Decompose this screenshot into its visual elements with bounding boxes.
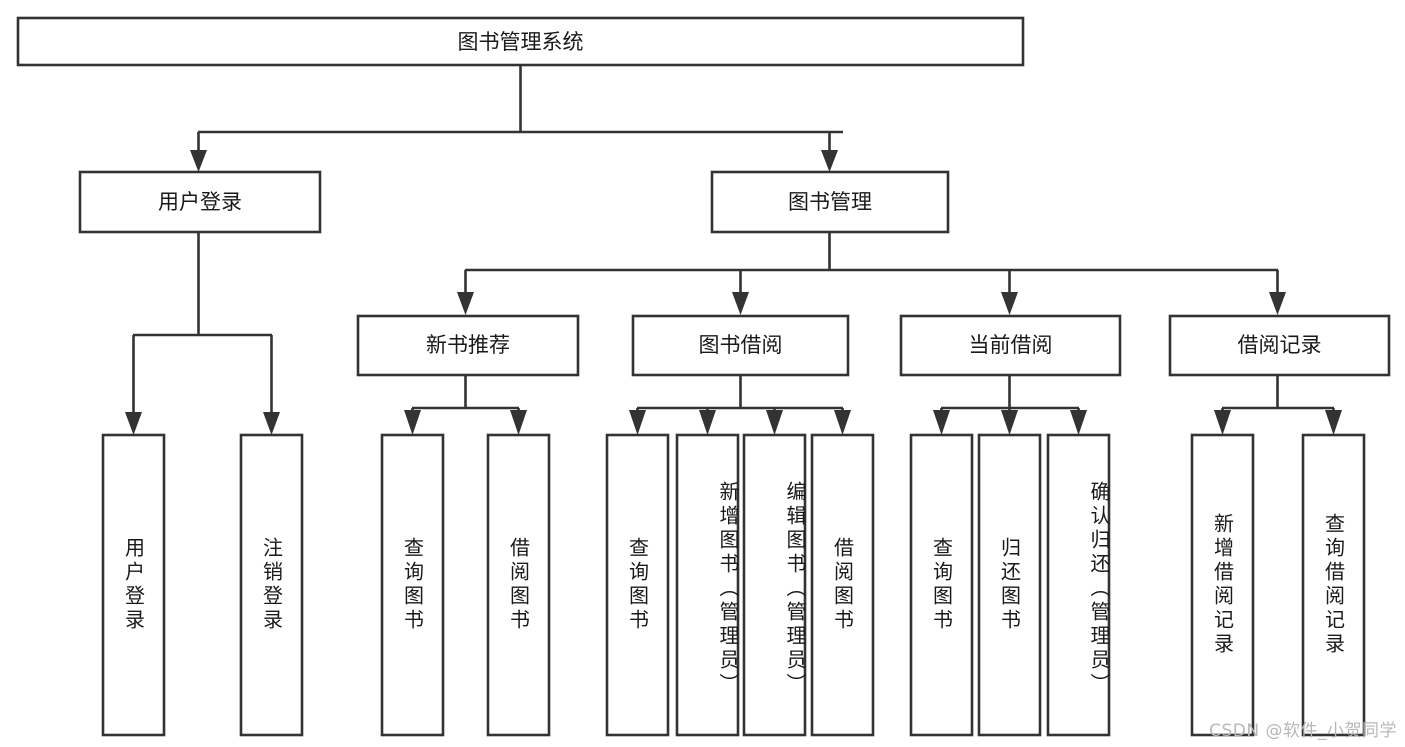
leaf-box-confirm-return[interactable] — [1046, 433, 1111, 737]
node-book-borrow[interactable]: 图书借阅 — [631, 314, 850, 377]
node-root-box[interactable] — [16, 16, 1025, 67]
arrow-to-leaf-user-login — [125, 412, 142, 435]
arrow-to-leaf-borrow-book-2 — [834, 410, 851, 435]
edge-group-book-manage — [457, 232, 1286, 315]
arrow-to-leaf-query-book-3 — [933, 410, 950, 435]
arrow-to-current-borrow — [1001, 292, 1018, 315]
node-user-login[interactable]: 用户登录 — [78, 170, 322, 234]
node-book-manage[interactable]: 图书管理 — [710, 170, 950, 234]
leaf-box-add-record[interactable] — [1190, 433, 1255, 737]
arrow-to-leaf-confirm-return — [1070, 410, 1087, 435]
arrow-to-leaf-add-record — [1214, 410, 1231, 435]
leaf-box-query-book-1[interactable] — [380, 433, 445, 737]
arrow-to-leaf-query-record — [1325, 410, 1342, 435]
node-book-manage-box[interactable] — [710, 170, 950, 234]
node-new-book-recommend[interactable]: 新书推荐 — [356, 314, 580, 377]
csdn-watermark: CSDN @软件_小贺同学 — [1209, 721, 1397, 741]
node-new-book-recommend-box[interactable] — [356, 314, 580, 377]
arrow-to-leaf-return-book — [1001, 410, 1018, 435]
leaf-box-query-record[interactable] — [1301, 433, 1366, 737]
node-borrow-record-label: 借阅记录 — [1238, 333, 1322, 357]
leaf-box-query-book-2[interactable] — [605, 433, 670, 737]
arrow-to-leaf-query-book-1 — [404, 410, 421, 435]
leaf-box-logout[interactable] — [239, 433, 304, 737]
node-current-borrow-box[interactable] — [899, 314, 1122, 377]
arrow-to-book-manage — [821, 150, 838, 172]
node-root-label: 图书管理系统 — [458, 30, 584, 54]
leaf-box-borrow-book-2[interactable] — [810, 433, 875, 737]
leaf-box-user-login[interactable] — [101, 433, 166, 737]
node-user-login-label: 用户登录 — [158, 190, 242, 214]
edge-group-user-login — [125, 232, 280, 435]
node-borrow-record-box[interactable] — [1168, 314, 1391, 377]
node-book-borrow-label: 图书借阅 — [699, 333, 783, 357]
node-book-manage-label: 图书管理 — [788, 190, 872, 214]
edge-group-root — [190, 65, 843, 172]
arrow-to-leaf-add-book — [699, 410, 716, 435]
arrow-to-book-borrow — [732, 292, 749, 315]
arrow-to-borrow-record — [1269, 292, 1286, 315]
node-user-login-box[interactable] — [78, 170, 322, 234]
edge-group-book-borrow — [629, 375, 851, 435]
node-current-borrow-label: 当前借阅 — [969, 333, 1053, 357]
leaf-box-add-book[interactable] — [675, 433, 740, 737]
node-borrow-record[interactable]: 借阅记录 — [1168, 314, 1391, 377]
arrow-to-leaf-borrow-book-1 — [510, 410, 527, 435]
leaf-box-borrow-book-1[interactable] — [486, 433, 551, 737]
arrow-to-leaf-query-book-2 — [629, 410, 646, 435]
leaf-box-query-book-3[interactable] — [909, 433, 974, 737]
edge-group-new-book-recommend — [404, 375, 527, 435]
arrow-to-new-book — [457, 292, 474, 315]
edge-group-current-borrow — [933, 375, 1087, 435]
node-book-borrow-box[interactable] — [631, 314, 850, 377]
node-root[interactable]: 图书管理系统 — [16, 16, 1025, 67]
arrow-to-user-login — [190, 150, 207, 172]
edge-group-borrow-record — [1214, 375, 1342, 435]
leaf-box-return-book[interactable] — [977, 433, 1042, 737]
arrow-to-leaf-logout — [263, 412, 280, 435]
arrow-to-leaf-edit-book — [766, 410, 783, 435]
node-current-borrow[interactable]: 当前借阅 — [899, 314, 1122, 377]
node-new-book-recommend-label: 新书推荐 — [426, 333, 510, 357]
leaf-box-edit-book[interactable] — [742, 433, 807, 737]
